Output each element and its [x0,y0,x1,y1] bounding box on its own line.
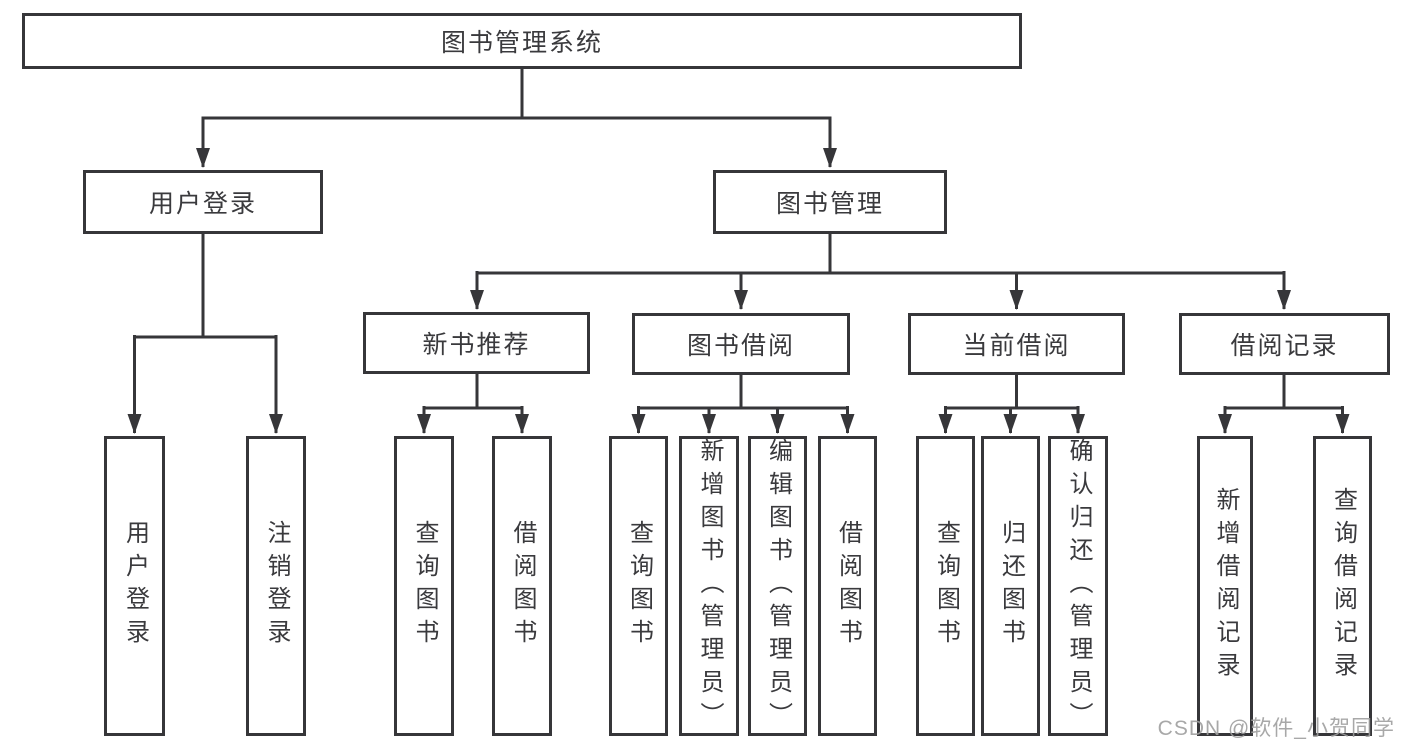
node-leaf-logout: 注销登录 [246,436,306,736]
node-current-borrowing: 当前借阅 [908,313,1125,375]
node-label: 借阅图书 [509,520,536,652]
node-label: 借阅记录 [1230,332,1339,360]
node-leaf-add-borrow-record: 新增借阅记录 [1197,436,1253,736]
node-leaf-user-login: 用户登录 [104,436,165,736]
node-label: 新增借阅记录 [1212,487,1239,685]
node-label: 查询借阅记录 [1329,487,1357,685]
node-borrowing-records: 借阅记录 [1179,313,1390,375]
node-label: 新书推荐 [422,331,531,359]
node-label: 编辑图书（管理员） [764,437,792,735]
node-leaf-borrow-books-recommend: 借阅图书 [492,436,552,736]
node-label: 图书借阅 [686,332,795,360]
node-leaf-add-books-admin: 新增图书（管理员） [679,436,739,736]
node-leaf-confirm-return-admin: 确认归还（管理员） [1048,436,1108,736]
node-label: 查询图书 [411,520,438,652]
node-label: 归还图书 [997,520,1025,652]
node-leaf-edit-books-admin: 编辑图书（管理员） [748,436,807,736]
node-leaf-return-books: 归还图书 [981,436,1040,736]
node-label: 图书管理系统 [440,29,603,57]
node-library-management-system: 图书管理系统 [22,13,1022,69]
node-leaf-query-books-borrowing: 查询图书 [609,436,668,736]
node-label: 用户登录 [121,520,149,652]
node-leaf-query-books-current: 查询图书 [916,436,975,736]
node-label: 当前借阅 [962,332,1071,360]
node-book-borrowing: 图书借阅 [632,313,850,375]
node-leaf-query-books-recommend: 查询图书 [394,436,454,736]
node-label: 注销登录 [263,520,290,652]
node-label: 查询图书 [625,520,653,652]
node-new-book-recommend: 新书推荐 [363,312,590,374]
watermark-text: CSDN @软件_小贺同学 [1157,717,1395,740]
node-label: 借阅图书 [834,520,862,652]
node-label: 查询图书 [932,520,960,652]
node-label: 新增图书（管理员） [696,437,723,735]
node-leaf-borrow-books: 借阅图书 [818,436,877,736]
node-label: 确认归还（管理员） [1065,437,1092,735]
node-leaf-query-borrow-record: 查询借阅记录 [1313,436,1372,736]
node-label: 用户登录 [148,190,257,218]
node-user-login: 用户登录 [83,170,323,234]
node-label: 图书管理 [775,190,884,218]
node-book-management: 图书管理 [713,170,947,234]
